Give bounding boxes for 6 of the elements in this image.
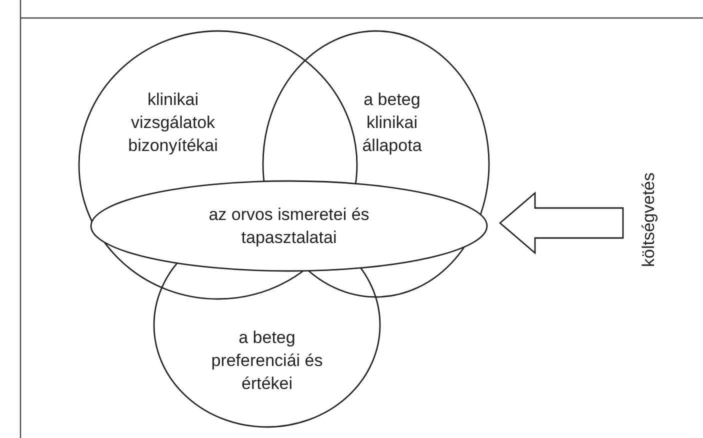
circle-label: a beteg preferenciái és értékei: [210, 327, 324, 395]
block-arrow: [498, 191, 624, 255]
circle-label: a beteg klinikai állapota: [361, 89, 423, 157]
circle-label: klinikai vizsgálatok bizonyítékai: [127, 89, 219, 157]
circle-label: az orvos ismeretei és tapasztalatai: [208, 204, 370, 249]
side-label: költségvetés: [638, 172, 659, 270]
